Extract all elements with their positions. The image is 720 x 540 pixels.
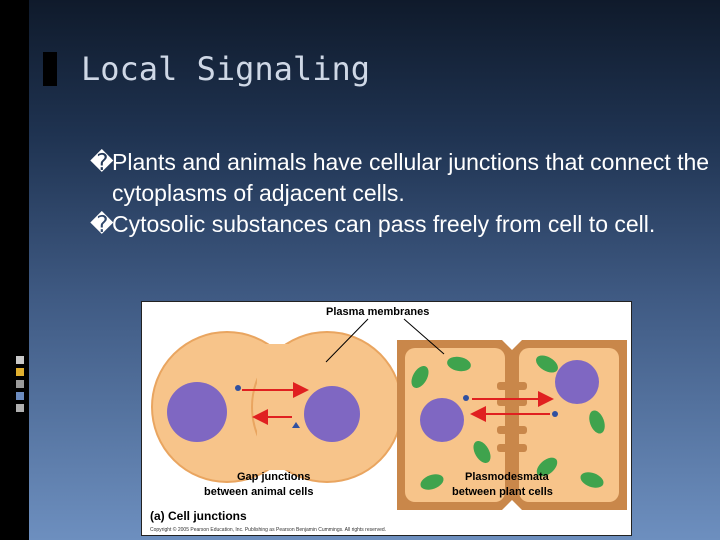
deco-square	[16, 404, 24, 412]
copyright-text: Copyright © 2005 Pearson Education, Inc.…	[150, 526, 386, 533]
cell-junctions-figure: Plasma membranes Gap junctions between a…	[141, 301, 632, 536]
nucleus	[167, 382, 227, 442]
deco-square	[16, 392, 24, 400]
label-plasmodesmata: Plasmodesmata	[465, 471, 550, 483]
nucleus	[420, 398, 464, 442]
nucleus	[304, 386, 360, 442]
plant-cells	[397, 340, 627, 510]
label-plasma-membranes: Plasma membranes	[326, 306, 429, 318]
chloroplast	[536, 457, 558, 477]
deco-square	[16, 380, 24, 388]
chloroplast	[536, 355, 558, 373]
chloroplast	[580, 472, 604, 488]
cell-junctions-diagram: Plasma membranes Gap junctions between a…	[150, 306, 627, 533]
bullet-text: Plants and animals have cellular junctio…	[112, 149, 710, 206]
chloroplast	[411, 366, 429, 388]
chloroplast	[420, 474, 444, 490]
animal-cells	[151, 331, 403, 483]
slide-title: Local Signaling	[81, 50, 370, 88]
bullet-list: �Plants and animals have cellular juncti…	[90, 147, 710, 240]
figure-caption: (a) Cell junctions	[150, 509, 247, 523]
nucleus	[555, 360, 599, 404]
label-gap-junctions: Gap junctions	[237, 471, 310, 483]
label-gap-junctions-sub: between animal cells	[204, 486, 313, 498]
deco-square	[16, 368, 24, 376]
bullet-text: Cytosolic substances can pass freely fro…	[112, 211, 656, 237]
bullet-glyph: �	[90, 149, 114, 175]
title-accent-bar	[43, 52, 57, 86]
bullet-item: �Cytosolic substances can pass freely fr…	[90, 209, 710, 240]
label-plasmodesmata-sub: between plant cells	[452, 486, 553, 498]
chloroplast	[447, 356, 471, 372]
bullet-item: �Plants and animals have cellular juncti…	[90, 147, 710, 209]
bullet-glyph: �	[90, 211, 114, 237]
left-black-strip	[0, 0, 29, 540]
deco-square	[16, 356, 24, 364]
chloroplast	[589, 410, 605, 434]
chloroplast	[473, 441, 491, 463]
